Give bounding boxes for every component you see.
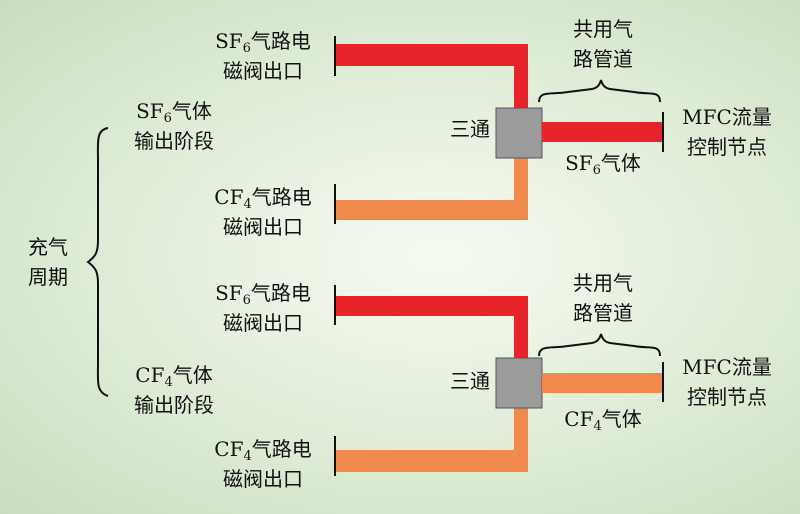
cycle-brace [86, 127, 109, 397]
gas-label-cf4: CF4气体 [564, 407, 642, 434]
shared-pipe-top [542, 122, 662, 142]
shared-pipe-label-bottom: 共用气 路管道 [573, 271, 633, 325]
tee-block-top [495, 107, 543, 159]
valve-label-cf4-top: CF4气路电 磁阀出口 [214, 185, 312, 239]
tee-block-bottom [495, 357, 543, 409]
cf4-pipe-bottom [336, 400, 528, 472]
valve-label-sf6-bottom: SF6气路电 磁阀出口 [215, 281, 311, 335]
sf6-pipe-top [336, 44, 528, 112]
tee-label-bottom: 三通 [450, 369, 490, 393]
mfc-label-bottom: MFC流量 控制节点 [682, 355, 772, 409]
mfc-label-top: MFC流量 控制节点 [682, 105, 772, 159]
shared-brace-bottom [538, 333, 661, 357]
gas-label-sf6: SF6气体 [565, 151, 641, 178]
stage-label-cf4: CF4气体 输出阶段 [134, 363, 214, 417]
tee-label-top: 三通 [450, 117, 490, 141]
shared-pipe-bottom [542, 373, 662, 393]
shared-pipe-label-top: 共用气 路管道 [573, 17, 633, 71]
cycle-label: 充气 周期 [28, 235, 68, 289]
valve-label-sf6-top: SF6气路电 磁阀出口 [215, 29, 311, 83]
sf6-pipe-bottom [336, 296, 528, 360]
shared-brace-top [538, 79, 661, 103]
cf4-pipe-top [336, 150, 528, 220]
stage-label-sf6: SF6气体 输出阶段 [134, 99, 214, 153]
valve-label-cf4-bottom: CF4气路电 磁阀出口 [214, 437, 312, 491]
